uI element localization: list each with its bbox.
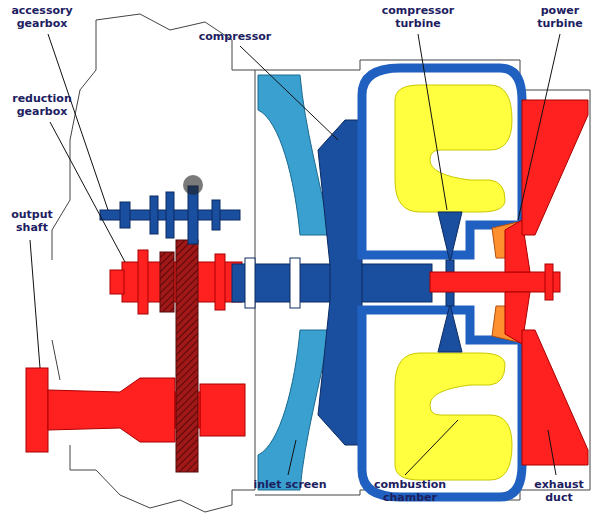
part-label: inlet screen xyxy=(252,478,328,491)
part-label: combustion chamber xyxy=(362,478,458,504)
part-label: compressor turbine xyxy=(372,4,464,30)
part-label: output shaft xyxy=(2,208,62,234)
part-label: power turbine xyxy=(520,4,600,30)
part-label: reduction gearbox xyxy=(2,92,82,118)
part-label: exhaust duct xyxy=(520,478,598,504)
part-label: accessory gearbox xyxy=(2,4,82,30)
part-label: compressor xyxy=(190,30,280,43)
